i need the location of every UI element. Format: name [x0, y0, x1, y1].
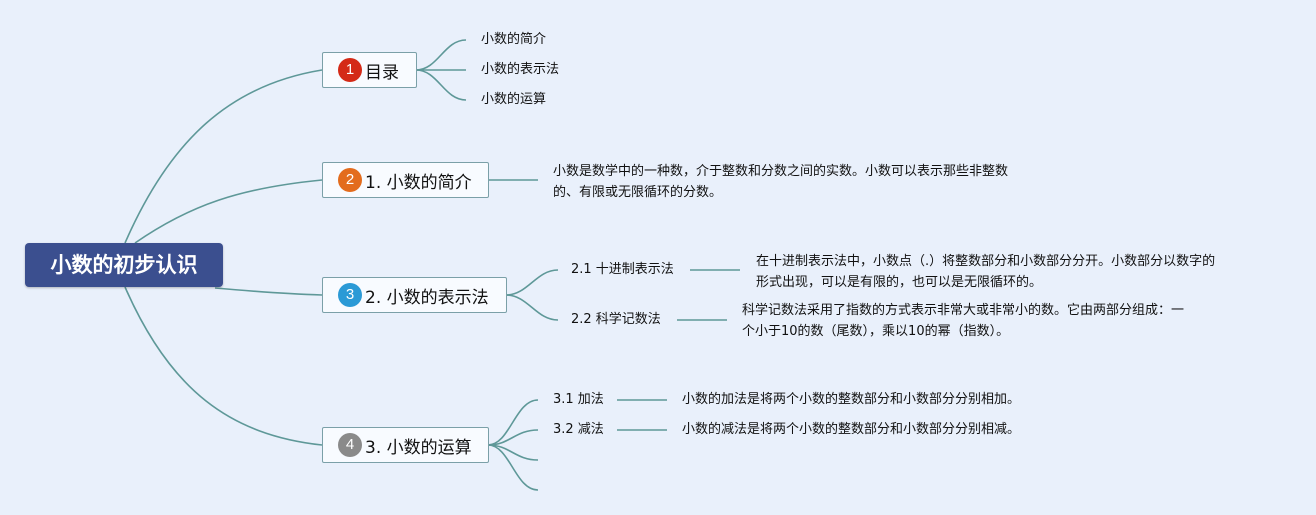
decimal-description-line-1: 在十进制表示法中，小数点（.）将整数部分和小数部分分开。小数部分以数字的 — [756, 254, 1216, 269]
scientific-description-line-1: 科学记数法采用了指数的方式表示非常大或非常小的数。它由两部分组成：一 — [742, 303, 1185, 318]
badge-2-icon: 2 — [338, 168, 362, 192]
badge-4-icon: 4 — [338, 433, 362, 457]
ops-sub-addition-description[interactable]: 小数的加法是将两个小数的整数部分和小数部分分别相加。 — [682, 392, 1021, 407]
notation-sub-decimal[interactable]: 2.1 十进制表示法 — [571, 262, 674, 277]
badge-3-icon: 3 — [338, 283, 362, 307]
badge-1-icon: 1 — [338, 58, 362, 82]
connector-ops-sub-1 — [487, 399, 539, 446]
connector-ops-empty-4 — [487, 444, 539, 491]
root-topic[interactable]: 小数的初步认识 — [25, 243, 223, 287]
ops-sub-addition[interactable]: 3.1 加法 — [553, 392, 604, 407]
connector-notation-sub-1 — [505, 269, 559, 296]
notation-sub-scientific[interactable]: 2.2 科学记数法 — [571, 312, 661, 327]
connector-notation-sub-2 — [505, 294, 559, 321]
decimal-description-line-2: 形式出现，可以是有限的，也可以是无限循环的。 — [756, 275, 1043, 290]
topic-toc-title: 目录 — [365, 62, 399, 83]
topic-intro[interactable]: 2 1. 小数的简介 — [322, 162, 489, 198]
toc-item-3[interactable]: 小数的运算 — [481, 92, 547, 107]
intro-description-line-1: 小数是数学中的一种数，介于整数和分数之间的实数。小数可以表示那些非整数 — [553, 164, 1009, 179]
topic-operations[interactable]: 4 3. 小数的运算 — [322, 427, 489, 463]
connector-root-ops — [124, 286, 323, 446]
notation-sub-scientific-description[interactable]: 科学记数法采用了指数的方式表示非常大或非常小的数。它由两部分组成：一 个小于10… — [742, 300, 1184, 342]
connector-root-notation — [214, 287, 323, 296]
ops-sub-subtraction-description[interactable]: 小数的减法是将两个小数的整数部分和小数部分分别相减。 — [682, 422, 1021, 437]
intro-description[interactable]: 小数是数学中的一种数，介于整数和分数之间的实数。小数可以表示那些非整数 的、有限… — [553, 161, 1008, 203]
scientific-description-line-2: 个小于10的数（尾数），乘以10的幂（指数）。 — [742, 324, 1010, 339]
notation-sub-decimal-description[interactable]: 在十进制表示法中，小数点（.）将整数部分和小数部分分开。小数部分以数字的 形式出… — [756, 251, 1215, 293]
topic-operations-title: 3. 小数的运算 — [365, 437, 472, 458]
connector-root-intro — [134, 179, 323, 244]
topic-notation-title: 2. 小数的表示法 — [365, 287, 489, 308]
topic-toc[interactable]: 1 目录 — [322, 52, 417, 88]
topic-intro-title: 1. 小数的简介 — [365, 172, 472, 193]
intro-description-line-2: 的、有限或无限循环的分数。 — [553, 185, 723, 200]
ops-sub-subtraction[interactable]: 3.2 减法 — [553, 422, 604, 437]
connector-root-toc — [124, 69, 323, 244]
toc-item-2[interactable]: 小数的表示法 — [481, 62, 560, 77]
topic-notation[interactable]: 3 2. 小数的表示法 — [322, 277, 507, 313]
toc-item-1[interactable]: 小数的简介 — [481, 32, 547, 47]
connector-toc-item-3 — [415, 69, 467, 101]
connector-toc-item-1 — [415, 39, 467, 71]
